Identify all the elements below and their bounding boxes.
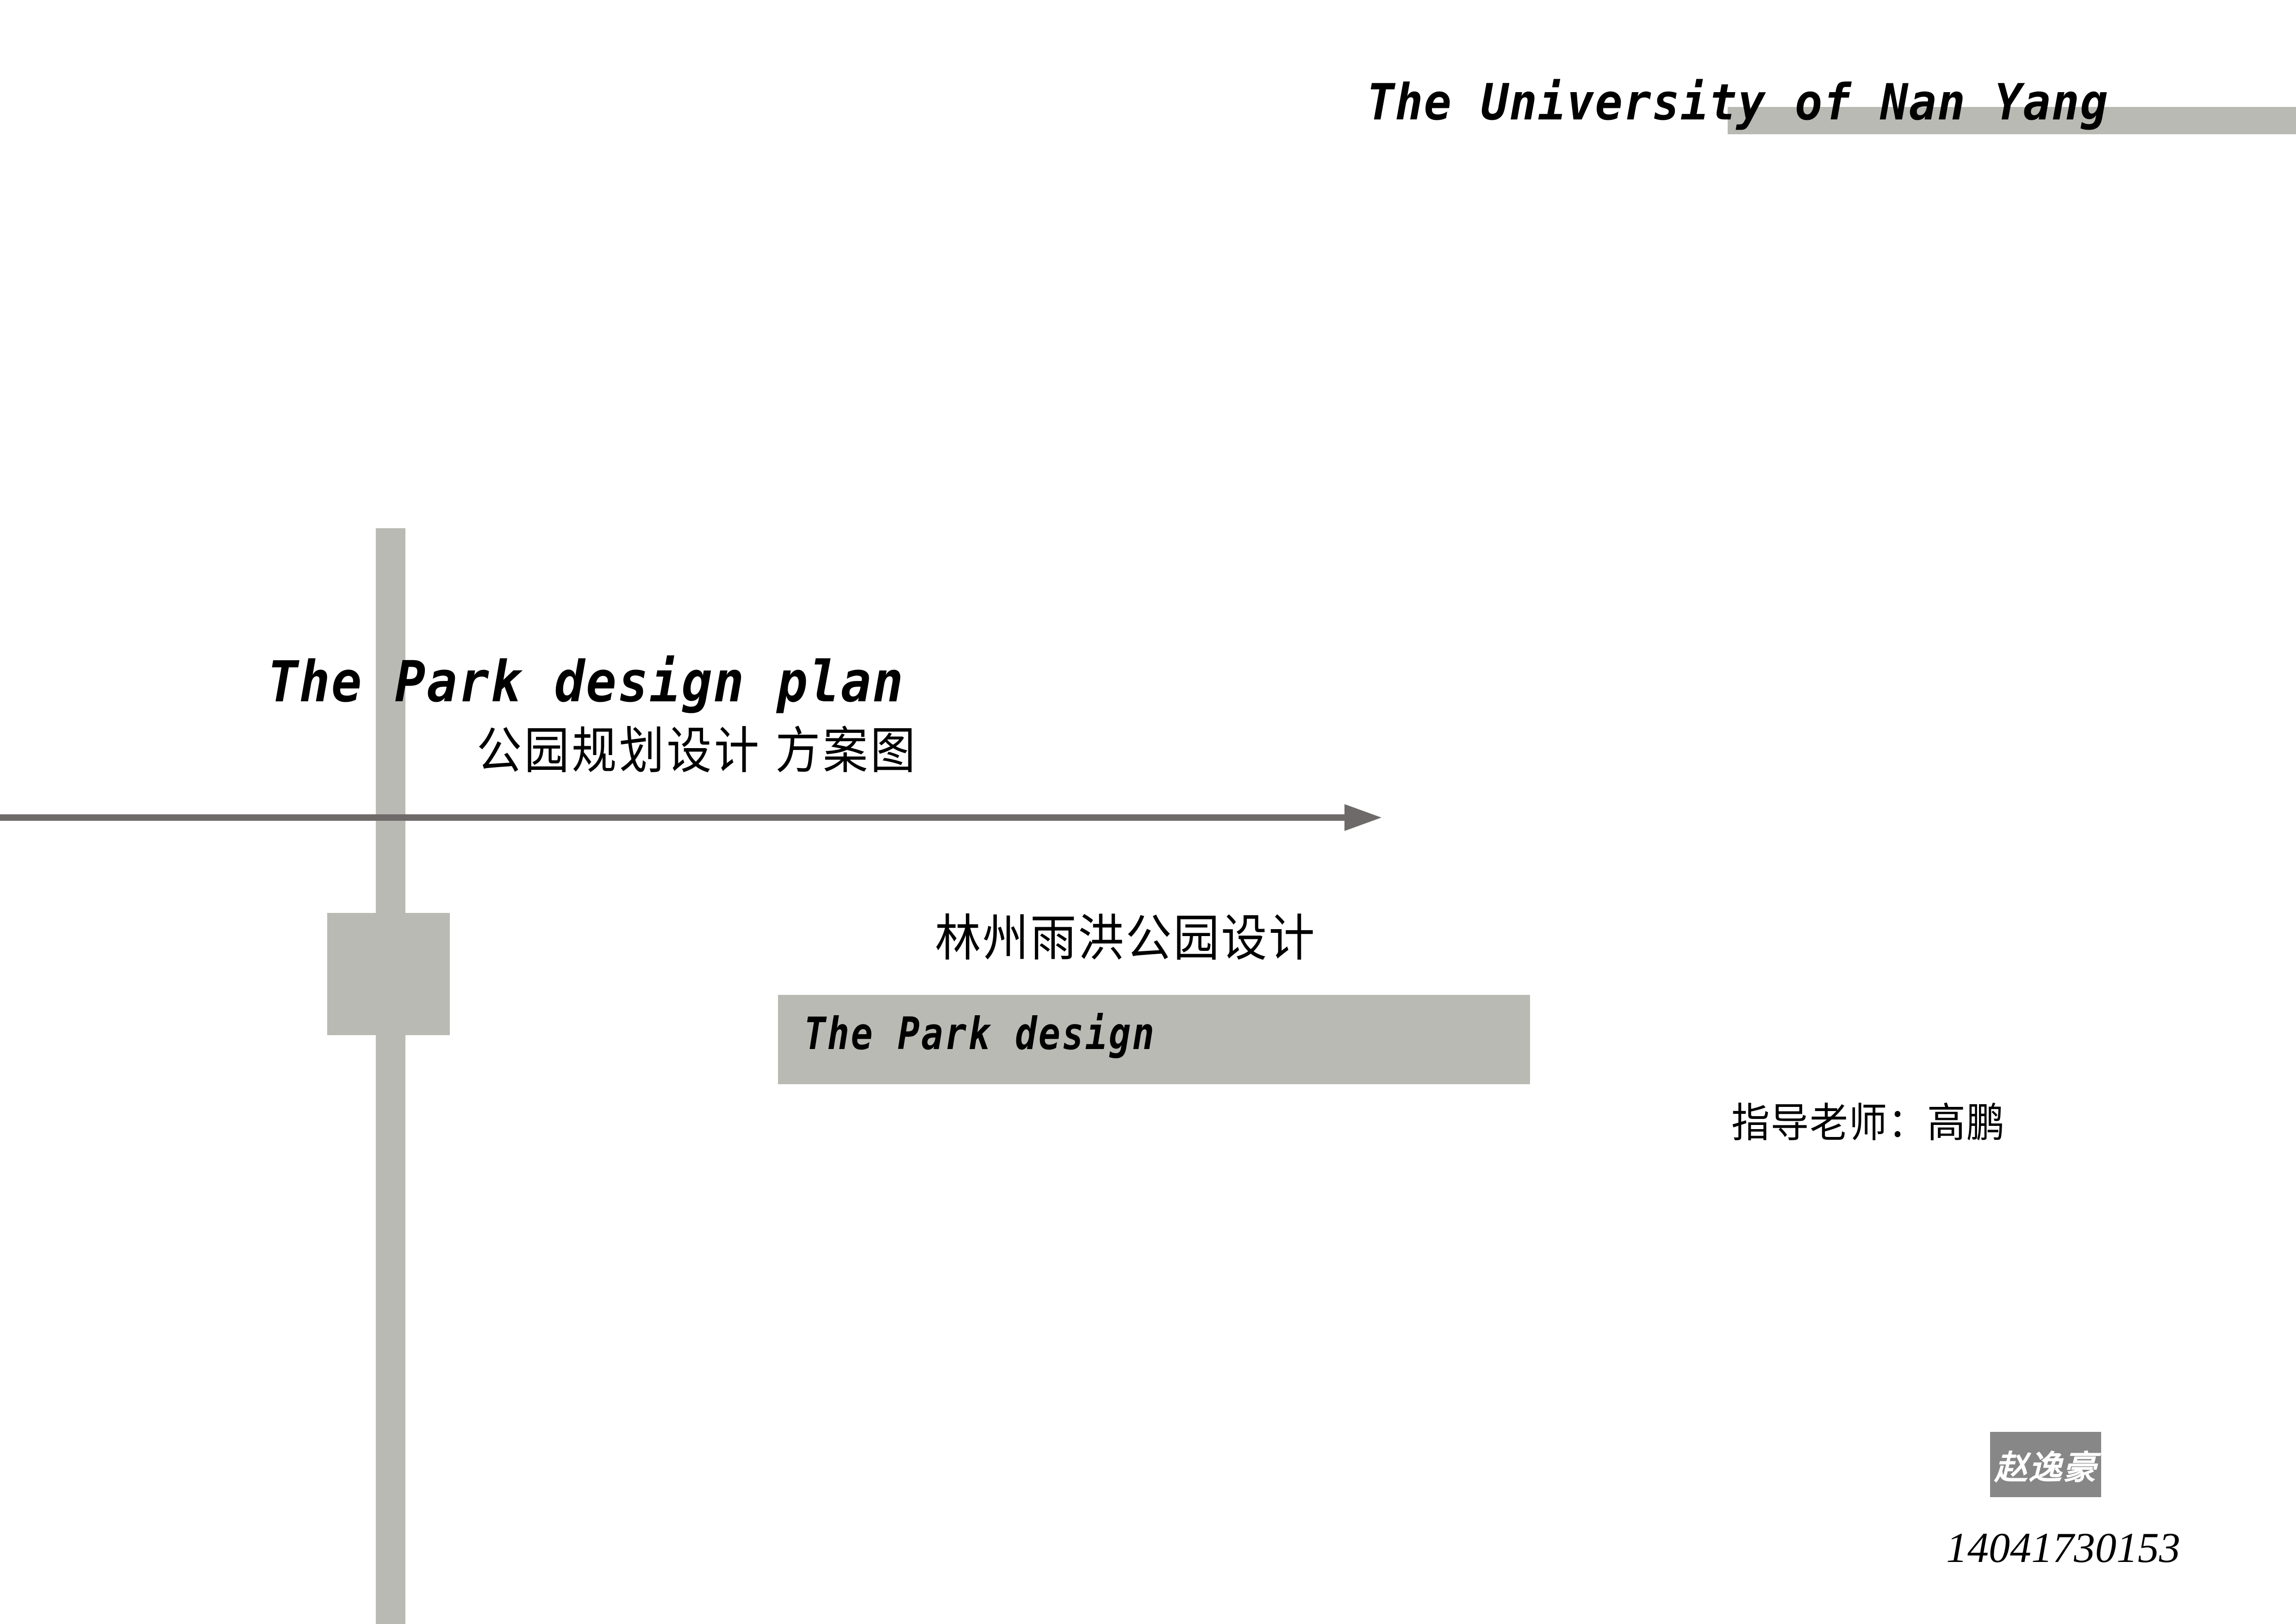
- university-title: The University of Nan Yang: [1367, 74, 2109, 131]
- student-name-badge: 赵逸豪: [1990, 1432, 2101, 1497]
- vertical-accent-bar: [376, 528, 405, 1624]
- project-name-band: [778, 995, 1530, 1084]
- student-id: 14041730153: [1946, 1524, 2180, 1571]
- instructor-label: 指导老师：高鹏: [1731, 1101, 2006, 1146]
- page-title: The Park design plan: [268, 649, 905, 715]
- project-name-cn: 林州雨洪公园设计: [935, 912, 1317, 967]
- project-name-en: The Park design: [804, 1008, 1156, 1060]
- page-subtitle-cn: 公园规划设计 方案图: [477, 724, 918, 779]
- student-name: 赵逸豪: [1994, 1449, 2097, 1487]
- square-accent-block: [327, 913, 450, 1035]
- right-arrow-icon: [0, 804, 1381, 831]
- header-accent-band: [1728, 107, 2296, 134]
